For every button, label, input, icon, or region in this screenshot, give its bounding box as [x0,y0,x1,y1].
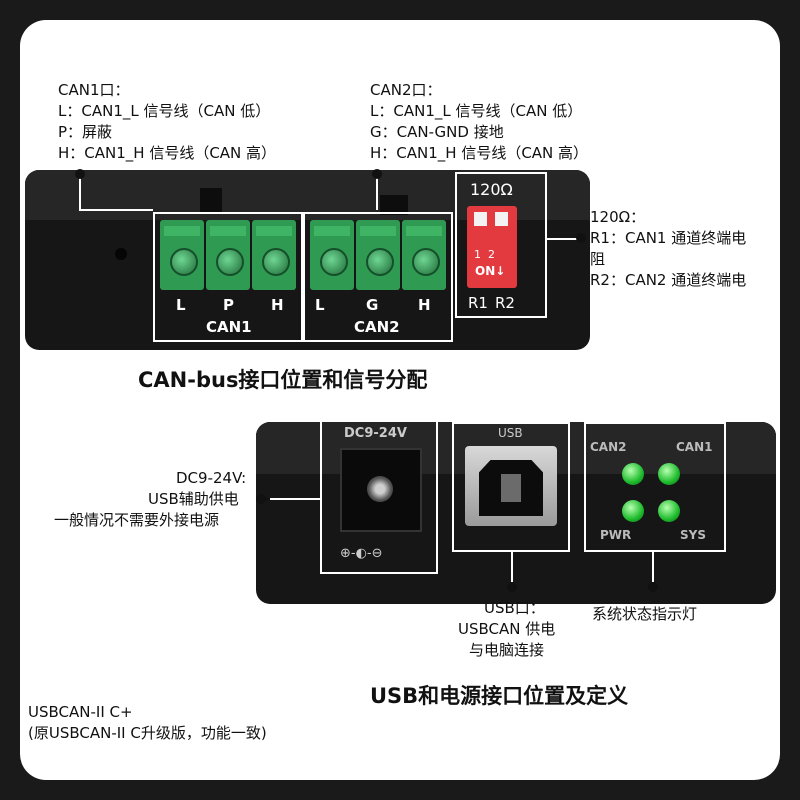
callout-line [79,178,81,210]
can1-connector-box [153,212,303,342]
dip-on-label: ON↓ [475,264,506,278]
led-indicator-box [584,422,726,552]
callout-line [547,238,583,240]
dip-switch: 1 2 ON↓ [467,206,517,288]
dip-lever-2 [495,212,508,226]
callout-line [511,552,513,582]
callout-line [270,498,320,500]
usb-note-line: 与电脑连接 [469,641,545,659]
dc-note-line: USB辅助供电 [148,490,239,508]
usb-note-line: USBCAN 供电 [458,620,556,638]
led-can2 [622,463,644,485]
can2-terminal-h [402,220,446,290]
can1-note-line: P：屏蔽 [58,123,113,141]
dip-lever-1 [474,212,487,226]
dc-jack-box [320,420,438,574]
device-notch [200,188,222,212]
infographic-frame: CAN1口： L：CAN1_L 信号线（CAN 低） P：屏蔽 H：CAN1_H… [20,20,780,780]
dc-label: DC9-24V [344,426,407,441]
can1-pin-h: H [271,296,284,314]
model-note-line: (原USBCAN-II C升级版，功能一致) [28,724,267,742]
can2-note-line: G：CAN-GND 接地 [370,123,504,141]
dip-numbers: 1 2 [474,248,495,261]
can1-terminal-p [206,220,250,290]
callout-dot [75,169,85,179]
led-can1-label: CAN1 [676,440,713,454]
resistor-note-line: R1：CAN1 通道终端电 [590,229,747,247]
can2-name: CAN2 [354,318,400,336]
dc-note-line: DC9-24V: [176,469,247,487]
usb-port-tongue [501,474,521,502]
callout-dot [648,582,658,592]
dip-r1-label: R1 [468,294,488,312]
callout-dot [372,169,382,179]
callout-line [376,178,378,210]
led-sys-label: SYS [680,528,706,542]
usb-port-box [452,422,570,552]
resistor-note-line: R2：CAN2 通道终端电 [590,271,747,289]
can1-terminal-h [252,220,296,290]
dc-note-line: 一般情况不需要外接电源 [54,511,220,529]
usb-b-port [465,446,557,526]
led-note: 系统状态指示灯 [592,605,698,623]
can1-note-title: CAN1口： [58,81,130,99]
can2-connector-box [303,212,453,342]
can2-pin-g: G [366,296,379,314]
dc-polarity: ⊕-◐-⊖ [340,546,383,561]
callout-line [79,209,153,211]
led-pwr [622,500,644,522]
led-can1 [658,463,680,485]
usb-note-line: USB口： [484,599,545,617]
dc-jack [340,448,422,532]
model-note-line: USBCAN-II C+ [28,703,133,721]
led-can2-label: CAN2 [590,440,627,454]
callout-dot [256,494,266,504]
callout-dot [576,233,586,243]
can1-note-line: L：CAN1_L 信号线（CAN 低） [58,102,271,120]
section2-title: USB和电源接口位置及定义 [370,684,629,708]
can2-note-line: L：CAN1_L 信号线（CAN 低） [370,102,583,120]
resistor-note-title: 120Ω： [590,208,646,226]
can1-name: CAN1 [206,318,252,336]
can2-pin-h: H [418,296,431,314]
led-sys [658,500,680,522]
callout-line [652,552,654,582]
usb-port-opening [479,460,543,516]
device-hole [115,248,127,260]
dc-jack-pin [367,476,393,502]
dip-switch-box [455,172,547,318]
resistor-note-line: 阻 [590,250,606,268]
can2-pin-l: L [315,296,325,314]
can1-terminal-l [160,220,204,290]
can1-note-line: H：CAN1_H 信号线（CAN 高） [58,144,277,162]
section1-title: CAN-bus接口位置和信号分配 [138,368,428,392]
can2-note-line: H：CAN1_H 信号线（CAN 高） [370,144,589,162]
can1-pin-l: L [176,296,186,314]
dip-r2-label: R2 [495,294,515,312]
device-notch [380,195,408,215]
usb-label: USB [498,426,523,440]
dip-title: 120Ω [470,180,513,199]
callout-dot [507,582,517,592]
can2-terminal-g [356,220,400,290]
can2-terminal-l [310,220,354,290]
led-pwr-label: PWR [600,528,632,542]
can2-note-title: CAN2口： [370,81,442,99]
can1-pin-p: P [223,296,234,314]
